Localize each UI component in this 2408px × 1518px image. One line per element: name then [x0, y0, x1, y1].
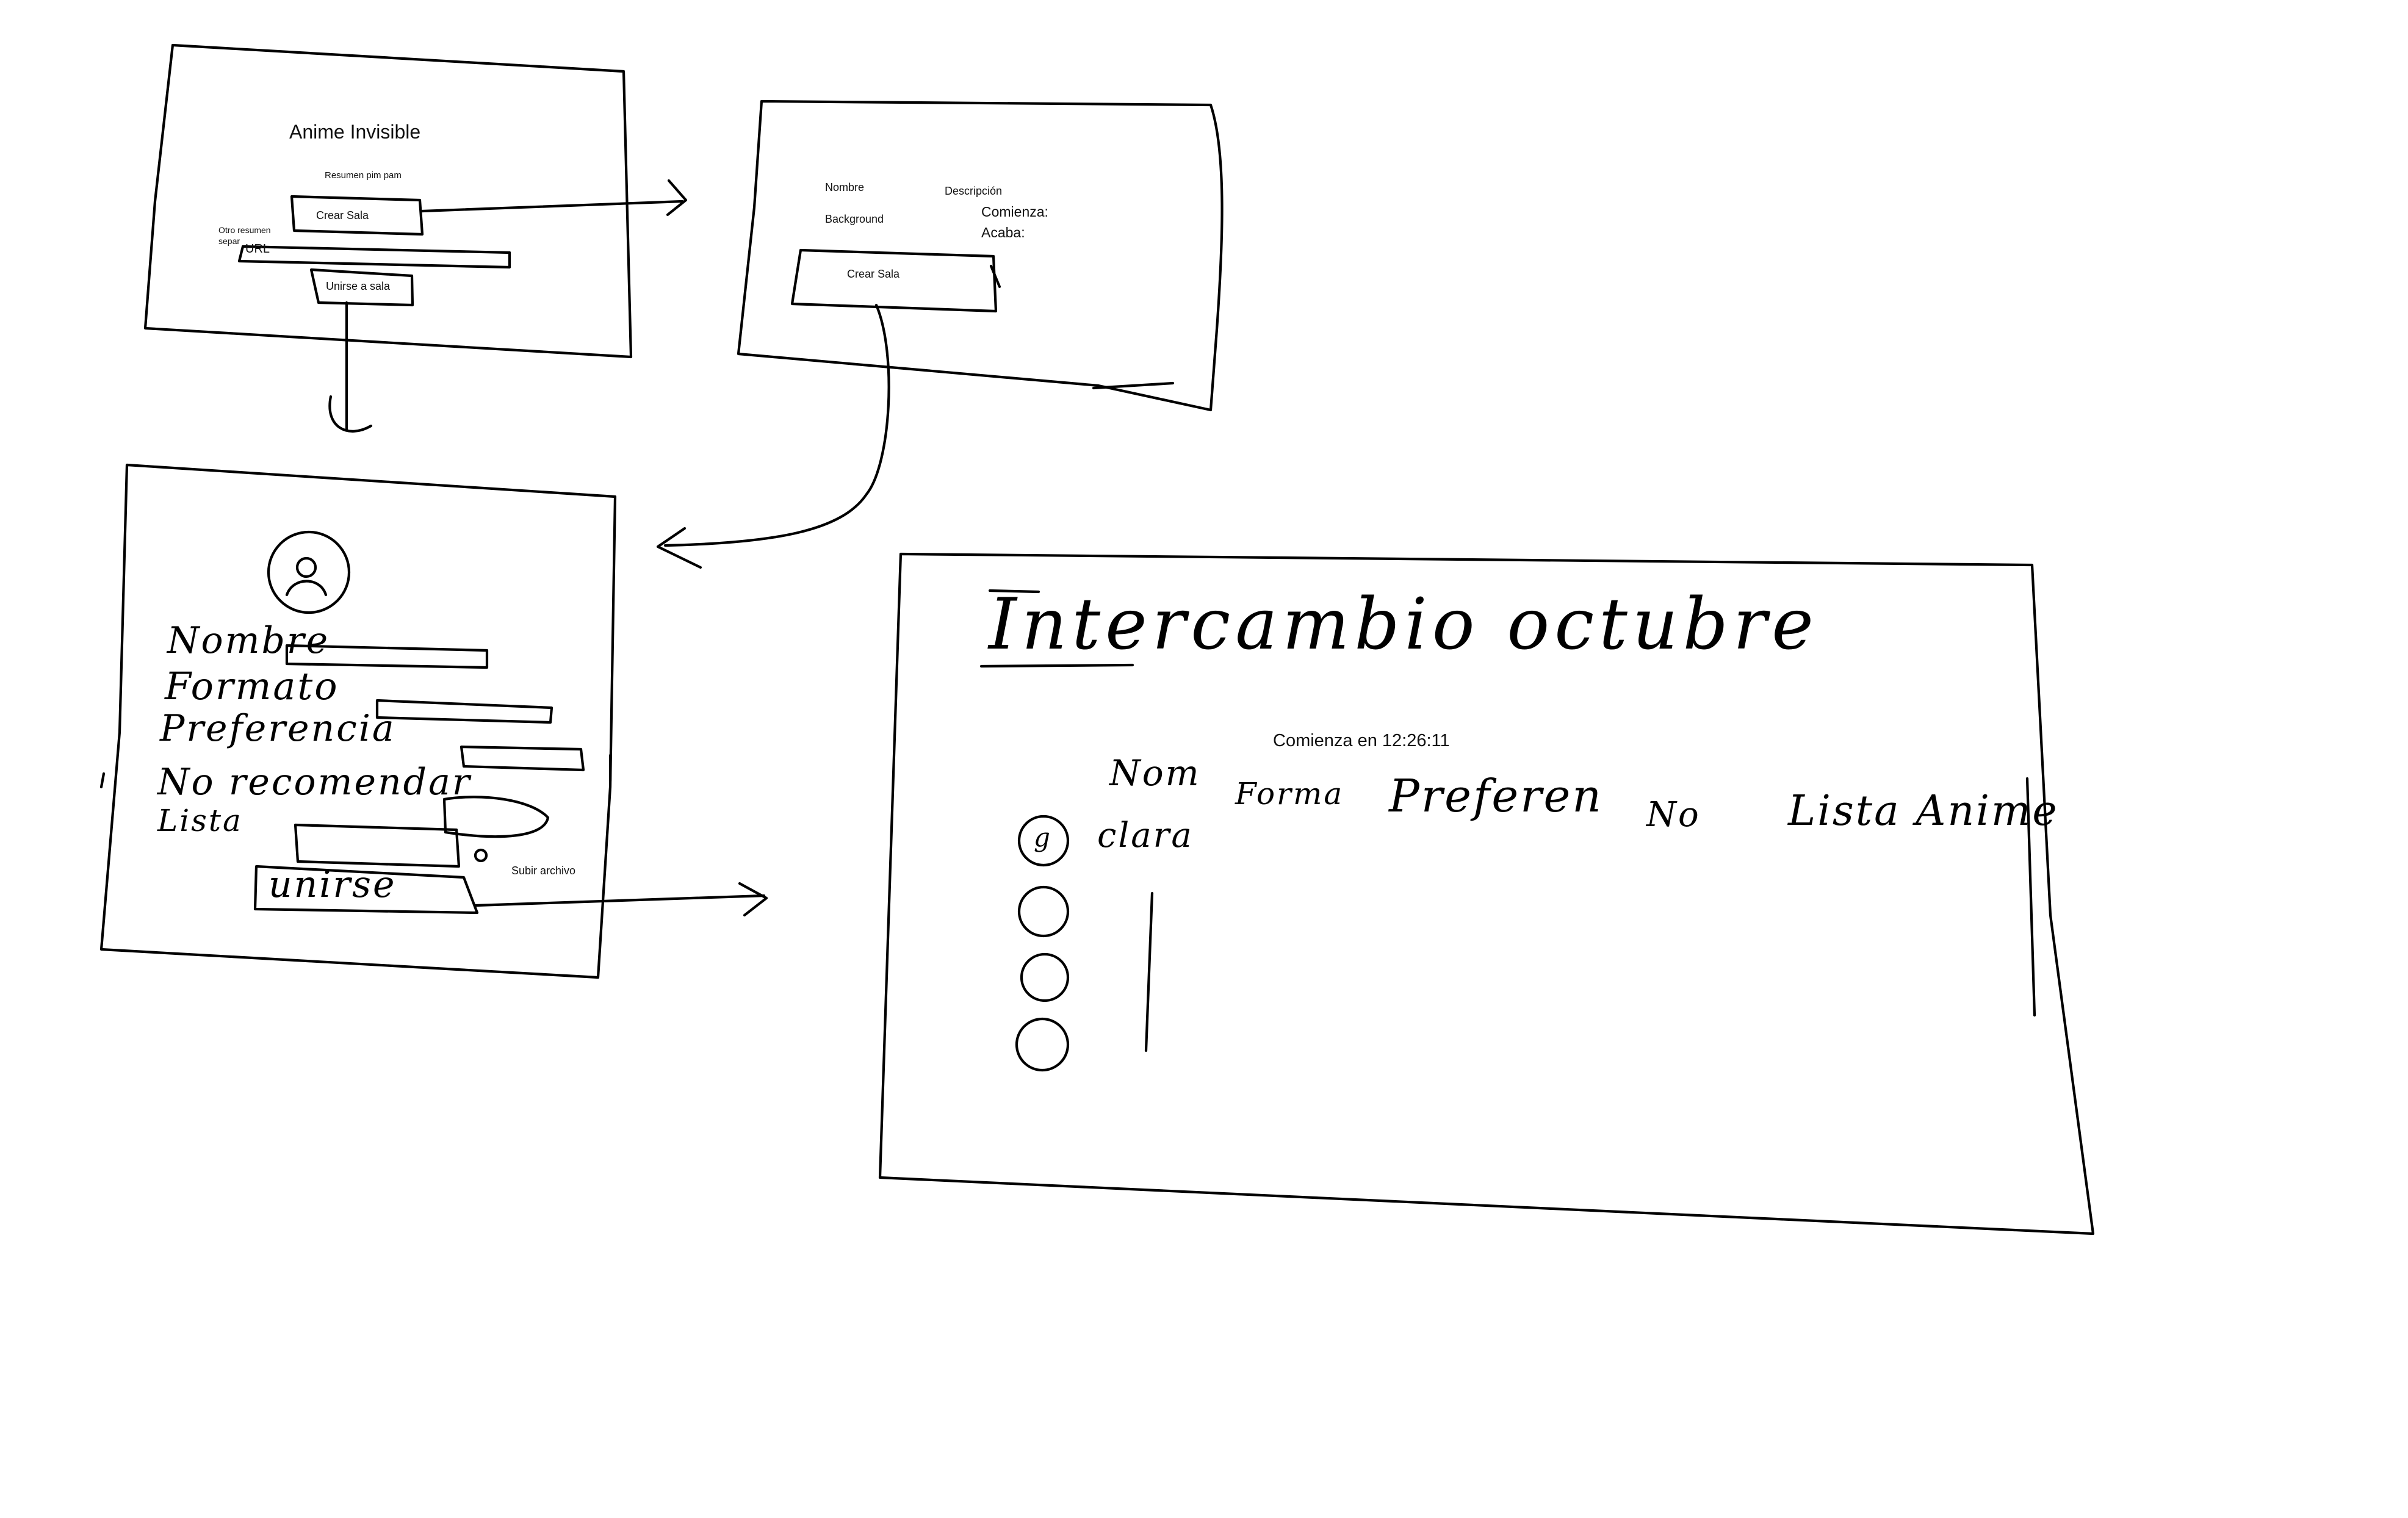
url-input-frame[interactable]: [237, 245, 511, 269]
create-room-submit-button[interactable]: Crear Sala: [847, 268, 900, 280]
upload-toggle-icon[interactable]: [474, 848, 488, 863]
title-underline: [979, 663, 1134, 668]
form-name-label: Nombre: [167, 619, 330, 662]
room-background-label: Background: [825, 213, 884, 225]
join-room-button-frame[interactable]: [309, 268, 414, 307]
room-ends-label: Acaba:: [981, 225, 1025, 240]
right-edge-stroke: [2025, 777, 2036, 1017]
title-top-stroke: [988, 589, 1040, 594]
create-room-button-frame[interactable]: [290, 195, 424, 236]
flow-arrow-create-to-form: [420, 179, 688, 217]
exchange-title: Intercambio octubre: [989, 583, 1819, 666]
create-room-submit-frame[interactable]: [790, 248, 998, 313]
participant-list-line: [1144, 891, 1154, 1052]
format-input-frame[interactable]: [375, 699, 553, 724]
form-list-label: Lista: [157, 803, 243, 838]
participant-avatar-icon: [1017, 885, 1070, 938]
participant-avatar-icon: [1020, 952, 1070, 1002]
other-summary-text: Otro resumen separ: [218, 225, 271, 246]
room-description-label: Descripción: [945, 185, 1003, 197]
column-header-format: Forma: [1235, 776, 1344, 811]
join-room-button[interactable]: Unirse a sala: [326, 280, 391, 292]
exchange-screen-frame: [878, 552, 2095, 1236]
app-title: Anime Invisible: [289, 121, 421, 143]
room-name-label: Nombre: [825, 181, 865, 193]
avatar-icon-body: [285, 580, 328, 597]
join-submit-frame[interactable]: [253, 865, 479, 915]
column-header-list: Lista Anime: [1788, 787, 2059, 835]
participant-name: clara: [1097, 816, 1194, 855]
no-recommend-toggle-frame[interactable]: [442, 796, 550, 838]
name-input-frame[interactable]: [285, 644, 489, 669]
participant-avatar-icon: [1017, 815, 1070, 867]
preference-input-frame[interactable]: [460, 745, 585, 772]
participant-avatar-letter: g: [1034, 822, 1052, 852]
avatar-icon: [267, 530, 351, 614]
column-header-preference: Preferen: [1389, 770, 1603, 822]
join-submit-button[interactable]: unirse: [269, 863, 397, 906]
form-format-label: Formato: [165, 664, 339, 708]
room-starts-label: Comienza:: [981, 204, 1048, 220]
join-form-screen-frame: [99, 463, 617, 979]
upload-file-label[interactable]: Subir archivo: [511, 865, 576, 877]
url-input[interactable]: URL: [245, 242, 270, 256]
summary-text: Resumen pim pam: [325, 170, 402, 181]
list-input-frame[interactable]: [294, 823, 461, 868]
column-header-name: Nom: [1109, 752, 1201, 794]
countdown-text: Comienza en 12:26:11: [1273, 731, 1450, 750]
column-header-no: No: [1646, 795, 1701, 835]
welcome-screen-frame: [143, 43, 633, 359]
create-room-button[interactable]: Crear Sala: [316, 209, 369, 221]
form-preference-label: Preferencia: [160, 707, 396, 750]
participant-avatar-icon: [1015, 1017, 1070, 1072]
flow-arrow-join-to-profile: [328, 301, 373, 433]
form-no-recommend-label: No recomendar: [157, 761, 472, 804]
decor-stroke: [99, 264, 1175, 789]
avatar-icon-head: [295, 556, 317, 578]
create-room-screen-frame: [737, 99, 1224, 412]
flow-arrow-profile-to-exchange: [474, 882, 768, 917]
flow-arrow-room-to-profile: [656, 303, 890, 569]
